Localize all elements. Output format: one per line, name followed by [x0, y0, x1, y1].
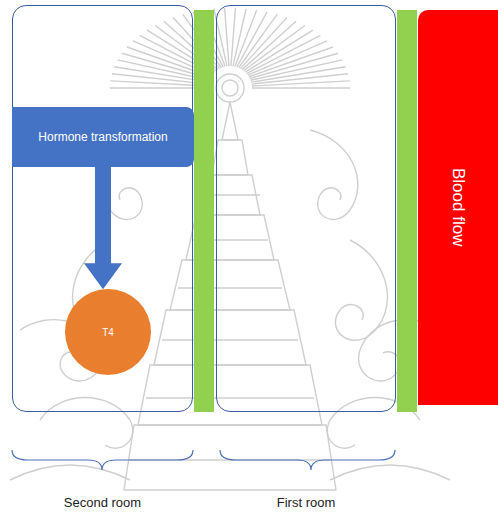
room-box: Second roomHormone transformationT4: [12, 5, 193, 412]
hormone-label: T4: [102, 327, 114, 338]
sun-ray: [237, 12, 267, 67]
brace: [12, 450, 193, 470]
emblem-watermark: [10, 8, 450, 490]
membrane-bar: [194, 10, 214, 412]
brace: [220, 450, 395, 470]
sun-ray: [112, 74, 208, 84]
sun-ray: [233, 9, 246, 66]
blood-band: Blood flow: [418, 10, 498, 405]
blood-label: Blood flow: [448, 168, 468, 246]
sun-ray: [252, 74, 348, 84]
sun-ray: [249, 47, 333, 77]
sun-ray: [110, 81, 208, 86]
sun-ray: [110, 87, 208, 88]
block-arrow: [84, 167, 122, 289]
process-label: Hormone transformation: [38, 130, 167, 145]
sun-ray: [252, 87, 350, 88]
room-label: Second room: [13, 495, 192, 510]
sun-ray: [251, 67, 345, 82]
circle-shape: [65, 289, 151, 375]
sun-ray: [225, 8, 229, 66]
sun-ray: [248, 41, 327, 75]
sun-ray: [252, 81, 350, 86]
hormone-circle: T4: [65, 289, 151, 375]
room-box: First room: [216, 5, 396, 412]
room-label: First room: [217, 495, 395, 510]
membrane-bar: [397, 10, 417, 412]
process-band: Hormone transformation: [12, 107, 194, 167]
